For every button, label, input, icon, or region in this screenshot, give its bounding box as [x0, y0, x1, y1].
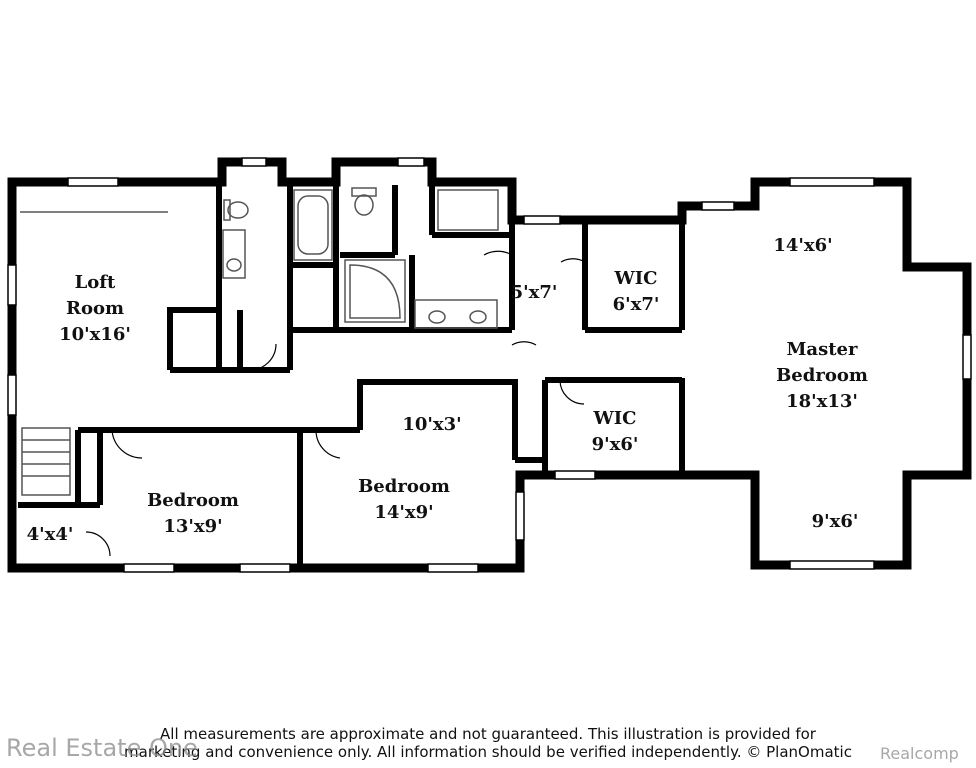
wic-top-name: WIC	[614, 268, 658, 289]
bedroom-left-size: 13'x9'	[163, 516, 222, 537]
disclaimer-line-2: marketing and convenience only. All info…	[124, 743, 852, 761]
disclaimer-line-1: All measurements are approximate and not…	[160, 725, 816, 743]
wic-bottom-size: 9'x6'	[592, 434, 639, 455]
bedroom-mid-size: 14'x9'	[374, 502, 433, 523]
small-closet-size: 4'x4'	[27, 524, 74, 545]
wic-bottom-name: WIC	[593, 408, 637, 429]
hall-closet-size: 5'x7'	[511, 282, 558, 303]
master-bottom-size: 9'x6'	[812, 511, 859, 532]
bedroom-left-name: Bedroom	[147, 490, 239, 511]
master-name-1: Master	[787, 339, 858, 360]
loft-name-2: Room	[66, 298, 124, 319]
watermark-right: Realcomp	[880, 744, 959, 763]
master-name-2: Bedroom	[776, 365, 868, 386]
loft-size: 10'x16'	[59, 324, 131, 345]
exterior-walls	[7, 157, 972, 573]
master-top-size: 14'x6'	[773, 235, 832, 256]
bedroom-mid-name: Bedroom	[358, 476, 450, 497]
interior-walls	[18, 182, 685, 568]
master-size: 18'x13'	[786, 391, 858, 412]
room-labels: Loft Room 10'x16' 5'x7' WIC 6'x7' 14'x6'…	[27, 235, 868, 545]
windows	[7, 157, 972, 573]
doors	[85, 250, 586, 557]
watermark-left: Real Estate One	[6, 734, 198, 762]
wic-top-size: 6'x7'	[613, 294, 660, 315]
loft-name-1: Loft	[75, 272, 116, 293]
hall-mid-size: 10'x3'	[402, 414, 461, 435]
fixtures	[20, 187, 499, 496]
